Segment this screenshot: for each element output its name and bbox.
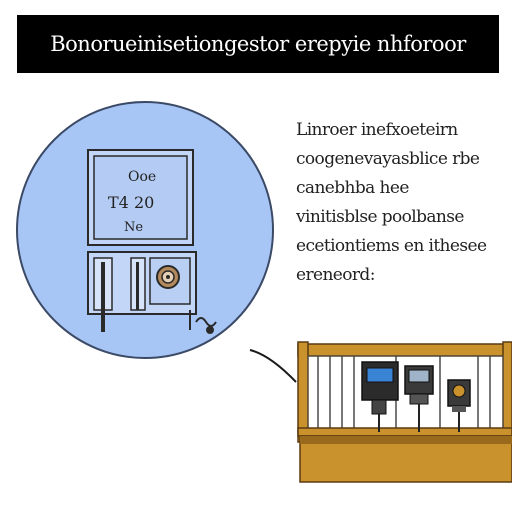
panel-line-3: Ne (124, 220, 143, 235)
panel-line-1: Ooe (128, 169, 156, 185)
railing-structure (297, 341, 512, 483)
panel-line-2: T4 20 (108, 193, 154, 212)
description-line: ereneord: (296, 265, 375, 285)
device-gauge (447, 379, 471, 432)
description-line: ecetiontiems en ithesee (296, 236, 487, 256)
title-text: Bonorueinisetiongestor erepyie nhforoor (50, 32, 466, 56)
title-banner: Bonorueinisetiongestor erepyie nhforoor (17, 15, 499, 73)
description-text: Linroer inefxoeteirn coogenevayasblice r… (296, 116, 501, 290)
device-blue-screen (361, 361, 399, 432)
wires (189, 310, 217, 334)
description-line: coogenevayasblice rbe (296, 149, 480, 169)
control-panel: Ooe T4 20 Ne (87, 149, 194, 246)
description-line: Linroer inefxoeteirn (296, 120, 458, 140)
description-line: canebhba hee (296, 178, 409, 198)
device-meter (404, 365, 434, 432)
pointer-line (249, 349, 297, 383)
switch-box (87, 251, 197, 332)
description-line: vinitisblse poolbanse (296, 207, 464, 227)
